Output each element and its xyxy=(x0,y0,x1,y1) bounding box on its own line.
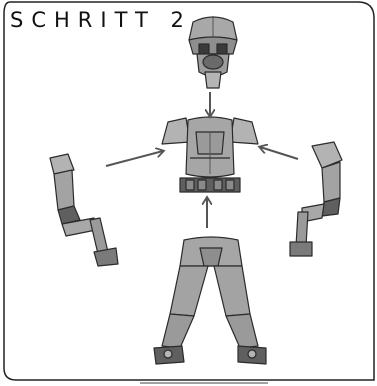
torso-with-belt xyxy=(161,116,259,193)
arrow-left-arm xyxy=(105,151,163,167)
legs xyxy=(153,236,267,365)
arrow-right-arm xyxy=(260,147,299,160)
helmet-head xyxy=(188,16,238,89)
right-arm xyxy=(289,141,343,257)
step-title: SCHRITT 2 xyxy=(10,8,192,32)
left-arm xyxy=(49,153,119,267)
